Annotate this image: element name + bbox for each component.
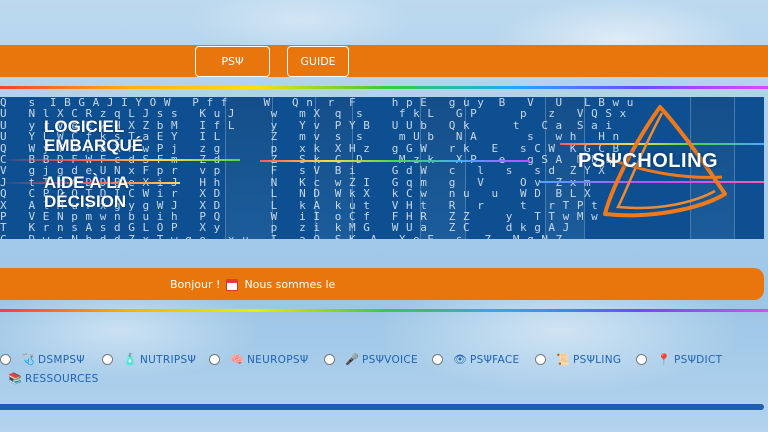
module-label: NUTRIPSΨ	[140, 353, 197, 366]
banner-column	[420, 97, 466, 239]
guide-nav-button[interactable]: GUIDE	[287, 46, 349, 77]
module-psyvoice[interactable]: 🎤 PSΨVOICE	[324, 353, 418, 366]
greeting-hello: Bonjour !	[170, 278, 221, 291]
rainbow-streak	[0, 159, 240, 161]
module-radio[interactable]	[0, 354, 11, 365]
module-label: PSΨLING	[573, 353, 622, 366]
banner-line-3: AIDE À LA	[44, 173, 129, 192]
matrix-text-background: Q s I B G A J I Y O W P f f W Q n r F h …	[0, 97, 634, 239]
microphone-icon: 🎤	[345, 353, 359, 366]
module-psydict[interactable]: 📍 PSΨDICT	[636, 353, 722, 366]
rainbow-streak	[260, 160, 530, 162]
banner-column	[225, 97, 273, 239]
banner-line-1: LOGICIEL	[44, 117, 125, 136]
module-label: DSMPSΨ	[38, 353, 85, 366]
module-label: PSΨVOICE	[362, 353, 418, 366]
rainbow-streak	[0, 182, 180, 184]
module-radio[interactable]	[432, 354, 443, 365]
module-radio[interactable]	[209, 354, 220, 365]
module-neuropsy[interactable]: 🧠 NEUROPSΨ	[209, 353, 308, 366]
module-ressources[interactable]: 📚 RESSOURCES	[8, 372, 99, 385]
rainbow-divider-bottom	[0, 309, 768, 312]
module-radio[interactable]	[636, 354, 647, 365]
scroll-icon: 📜	[556, 353, 570, 366]
module-psyling[interactable]: 📜 PSΨLING	[535, 353, 621, 366]
triangle-logo-icon	[603, 105, 727, 218]
module-label: PSΨFACE	[470, 353, 520, 366]
brand-logo-text: PSΨCHOLING	[578, 150, 719, 172]
banner-line-2: EMBARQUÉ	[44, 136, 144, 155]
module-radio[interactable]	[324, 354, 335, 365]
module-radio[interactable]	[102, 354, 113, 365]
greeting-bar	[0, 268, 764, 300]
banner-column	[315, 97, 353, 239]
module-label: NEUROPSΨ	[247, 353, 309, 366]
hero-banner: Q s I B G A J I Y O W P f f W Q n r F h …	[0, 97, 764, 239]
brain-icon: 🧠	[230, 353, 244, 366]
psy-nav-button[interactable]: PSΨ	[195, 46, 270, 77]
module-label: PSΨDICT	[674, 353, 723, 366]
rainbow-streak	[560, 143, 764, 145]
module-nutripsy[interactable]: 🧴 NUTRIPSΨ	[102, 353, 196, 366]
greeting-message: Bonjour ! Nous sommes le	[170, 278, 335, 291]
module-label: RESSOURCES	[25, 372, 99, 385]
pin-icon: 📍	[657, 353, 671, 366]
banner-column	[690, 97, 735, 239]
bottle-icon: 🧴	[123, 353, 137, 366]
brain-stethoscope-icon: 🩺	[21, 353, 35, 366]
rainbow-divider-top	[0, 86, 768, 89]
module-radio[interactable]	[535, 354, 546, 365]
greeting-date-text: Nous sommes le	[244, 278, 336, 291]
module-psyface[interactable]: 👁 PSΨFACE	[432, 353, 519, 366]
top-nav-bar	[0, 45, 768, 77]
rainbow-streak	[540, 181, 764, 183]
banner-line-4: DÉCISION	[44, 192, 127, 211]
eye-icon: 👁	[453, 353, 468, 366]
banner-column	[545, 97, 585, 239]
module-dsmpsy[interactable]: 🩺 DSMPSΨ	[0, 353, 85, 366]
books-icon: 📚	[8, 372, 22, 385]
calendar-icon	[226, 278, 239, 291]
bottom-blue-bar	[0, 404, 764, 410]
